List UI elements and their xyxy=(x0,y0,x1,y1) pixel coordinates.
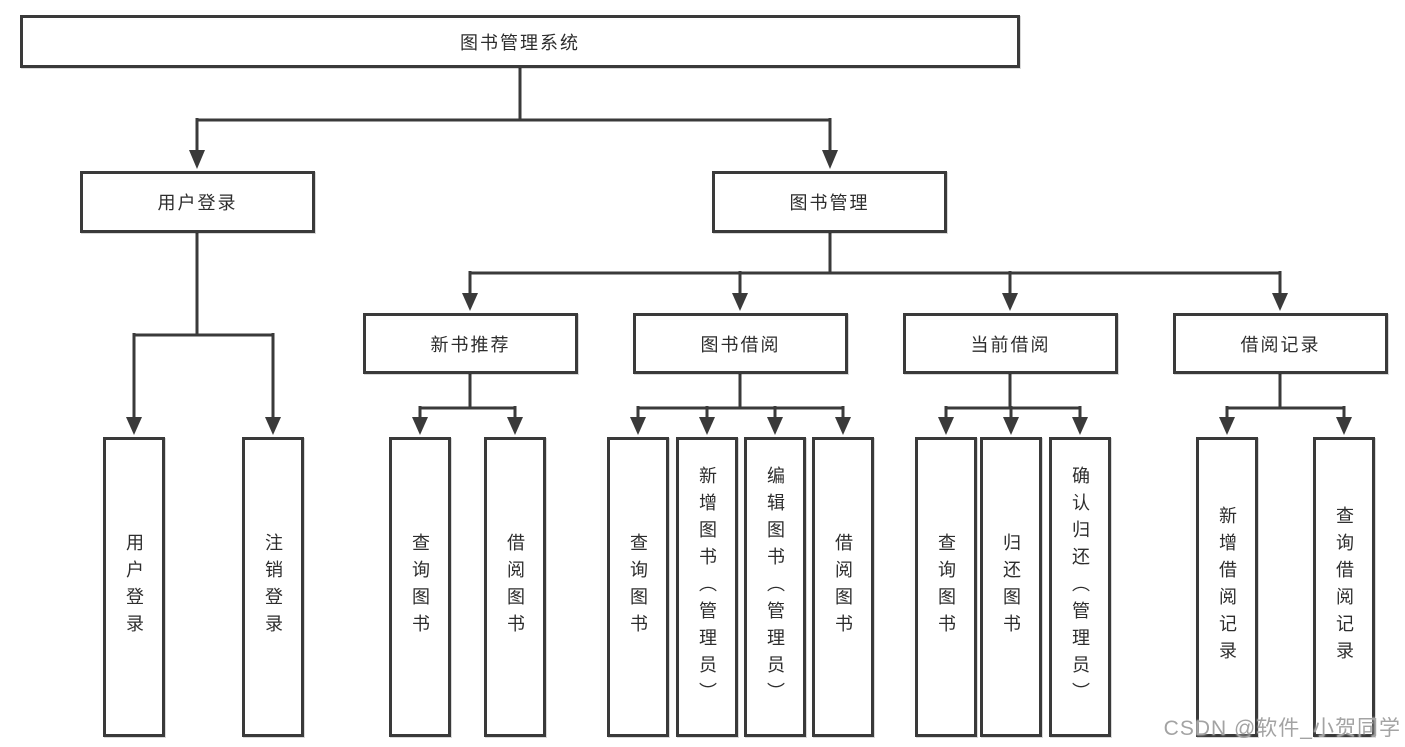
node-current-borrow-label: 当前借阅 xyxy=(970,334,1051,355)
leaf-confirm-return-admin: 确认归还（管理员） xyxy=(1049,437,1111,737)
leaf-query-books-3: 查询图书 xyxy=(915,437,977,737)
leaf-add-books-admin-label: 新增图书（管理员） xyxy=(697,465,717,709)
leaf-query-books-3-label: 查询图书 xyxy=(936,533,956,641)
leaf-return-books-label: 归还图书 xyxy=(1001,533,1021,641)
node-user-login-label: 用户登录 xyxy=(157,193,238,213)
leaf-borrow-books-2-label: 借阅图书 xyxy=(833,533,853,641)
leaf-query-books-1-label: 查询图书 xyxy=(410,533,430,641)
leaf-add-books-admin: 新增图书（管理员） xyxy=(676,437,738,737)
leaf-logout: 注销登录 xyxy=(242,437,304,737)
leaf-add-borrow-record-label: 新增借阅记录 xyxy=(1217,506,1237,668)
node-root: 图书管理系统 xyxy=(20,15,1020,68)
leaf-logout-label: 注销登录 xyxy=(263,533,283,641)
leaf-query-borrow-record: 查询借阅记录 xyxy=(1313,437,1375,737)
leaf-borrow-books-1-label: 借阅图书 xyxy=(505,533,525,641)
leaf-return-books: 归还图书 xyxy=(980,437,1042,737)
leaf-confirm-return-admin-label: 确认归还（管理员） xyxy=(1070,465,1090,709)
node-new-book-recommend-label: 新书推荐 xyxy=(430,334,511,355)
node-borrow-records-label: 借阅记录 xyxy=(1240,334,1321,355)
leaf-query-books-2-label: 查询图书 xyxy=(628,533,648,641)
node-borrow-records: 借阅记录 xyxy=(1173,313,1388,374)
leaf-query-borrow-record-label: 查询借阅记录 xyxy=(1334,506,1354,668)
leaf-add-borrow-record: 新增借阅记录 xyxy=(1196,437,1258,737)
node-new-book-recommend: 新书推荐 xyxy=(363,313,578,374)
leaf-edit-books-admin-label: 编辑图书（管理员） xyxy=(765,465,785,709)
leaf-borrow-books-1: 借阅图书 xyxy=(484,437,546,737)
node-root-label: 图书管理系统 xyxy=(460,32,580,53)
csdn-watermark: CSDN @软件_小贺同学 xyxy=(1163,717,1401,740)
leaf-query-books-2: 查询图书 xyxy=(607,437,669,737)
node-book-management: 图书管理 xyxy=(712,171,947,233)
leaf-query-books-1: 查询图书 xyxy=(389,437,451,737)
node-book-management-label: 图书管理 xyxy=(789,193,870,213)
node-book-borrow-label: 图书借阅 xyxy=(700,334,781,355)
node-book-borrow: 图书借阅 xyxy=(633,313,848,374)
leaf-edit-books-admin: 编辑图书（管理员） xyxy=(744,437,806,737)
leaf-user-login: 用户登录 xyxy=(103,437,165,737)
leaf-borrow-books-2: 借阅图书 xyxy=(812,437,874,737)
node-user-login: 用户登录 xyxy=(80,171,315,233)
leaf-user-login-label: 用户登录 xyxy=(124,533,144,641)
node-current-borrow: 当前借阅 xyxy=(903,313,1118,374)
